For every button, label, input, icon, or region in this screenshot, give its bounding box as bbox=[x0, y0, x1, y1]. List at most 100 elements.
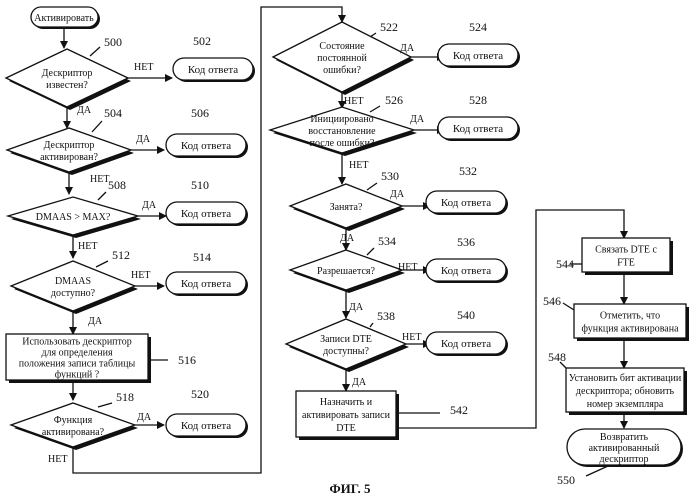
decision-text: известен? bbox=[46, 80, 88, 91]
decision-number: 504 bbox=[104, 106, 122, 120]
decision-text: DMAAS bbox=[55, 276, 91, 287]
decision-text: после ошибки? bbox=[310, 138, 375, 149]
end-text: Возвратить bbox=[600, 432, 649, 443]
process-number: 542 bbox=[450, 403, 468, 417]
process-number: 548 bbox=[548, 350, 566, 364]
response-label: Код ответа bbox=[188, 64, 238, 76]
process-text: активировать записи bbox=[302, 410, 391, 421]
decision-number: 508 bbox=[108, 178, 126, 192]
decision-text: Дескриптор bbox=[44, 140, 95, 151]
decision-text: Инициировано bbox=[310, 114, 373, 125]
response-number: 540 bbox=[457, 308, 475, 322]
response-number: 520 bbox=[191, 387, 209, 401]
no-label: НЕТ bbox=[349, 160, 368, 171]
leader-line bbox=[586, 466, 608, 476]
process-number: 546 bbox=[543, 294, 561, 308]
decision-text: доступно? bbox=[51, 288, 96, 299]
process-text: Отметить, что bbox=[600, 311, 660, 322]
process-text: Связать DTE с bbox=[595, 245, 657, 256]
decision-text: DMAAS > MAX? bbox=[36, 212, 111, 223]
process-text: дескриптора; обновить bbox=[576, 386, 675, 397]
process-text: функций ? bbox=[55, 370, 100, 381]
yes-label: ДА bbox=[410, 114, 425, 125]
leader-line bbox=[563, 303, 574, 310]
response-label: Код ответа bbox=[181, 140, 231, 152]
leader-line bbox=[367, 248, 374, 255]
response-label: Код ответа bbox=[181, 208, 231, 220]
decision-text: Занята? bbox=[330, 202, 363, 213]
process-text: номер экземпляра bbox=[587, 399, 664, 410]
no-label: НЕТ bbox=[48, 454, 67, 465]
yes-label: ДА bbox=[349, 302, 364, 313]
decision-number: 534 bbox=[378, 234, 396, 248]
decision-text: постоянной bbox=[317, 53, 367, 64]
response-number: 536 bbox=[457, 235, 475, 249]
leader-line bbox=[98, 403, 112, 407]
response-number: 514 bbox=[193, 250, 211, 264]
process-text: DTE bbox=[336, 423, 355, 434]
leader-line bbox=[367, 183, 377, 190]
no-label: НЕТ bbox=[90, 174, 109, 185]
start-label: Активировать bbox=[34, 13, 94, 24]
decision-text: восстановление bbox=[308, 126, 376, 137]
response-number: 528 bbox=[469, 93, 487, 107]
decision-text: Записи DTE bbox=[320, 334, 372, 345]
process-text: функция активирована bbox=[581, 324, 679, 335]
yes-label: ДА bbox=[390, 189, 405, 200]
decision-text: ошибки? bbox=[323, 65, 361, 76]
yes-label: ДА bbox=[400, 43, 415, 54]
yes-label: ДА bbox=[77, 105, 92, 116]
process-text: Назначить и bbox=[320, 397, 373, 408]
no-label: НЕТ bbox=[398, 262, 417, 273]
process-text: FTE bbox=[617, 258, 635, 269]
decision-number: 522 bbox=[380, 20, 398, 34]
decision-number: 512 bbox=[112, 248, 130, 262]
figure-caption: ФИГ. 5 bbox=[329, 481, 371, 496]
decision-text: доступны? bbox=[323, 346, 369, 357]
response-label: Код ответа bbox=[181, 278, 231, 290]
response-label: Код ответа bbox=[453, 123, 503, 135]
decision-number: 526 bbox=[385, 93, 403, 107]
decision-number: 530 bbox=[381, 169, 399, 183]
process-number: 516 bbox=[178, 353, 196, 367]
yes-label: ДА bbox=[136, 134, 151, 145]
decision-number: 538 bbox=[377, 309, 395, 323]
end-text: активированный bbox=[589, 443, 660, 454]
leader-line bbox=[98, 192, 106, 200]
decision-number: 518 bbox=[116, 390, 134, 404]
no-label: НЕТ bbox=[131, 270, 150, 281]
process-text: положения записи таблицы bbox=[19, 359, 136, 370]
response-number: 506 bbox=[191, 106, 209, 120]
decision-text: активирована? bbox=[42, 427, 105, 438]
leader-line bbox=[96, 261, 108, 267]
no-label: НЕТ bbox=[344, 96, 363, 107]
response-number: 510 bbox=[191, 178, 209, 192]
leader-line bbox=[90, 47, 100, 56]
process-text: для определения bbox=[41, 348, 112, 359]
process-text: Использовать дескриптор bbox=[22, 337, 132, 348]
leader-line bbox=[92, 121, 102, 132]
no-label: НЕТ bbox=[78, 241, 97, 252]
decision-text: Состояние bbox=[319, 41, 365, 52]
response-label: Код ответа bbox=[181, 420, 231, 432]
leader-line bbox=[370, 323, 373, 327]
yes-label: ДА bbox=[352, 377, 367, 388]
decision-number: 500 bbox=[104, 35, 122, 49]
response-label: Код ответа bbox=[441, 197, 491, 209]
response-label: Код ответа bbox=[441, 338, 491, 350]
decision-text: активирован? bbox=[40, 152, 98, 163]
response-label: Код ответа bbox=[453, 50, 503, 62]
decision-text: Дескриптор bbox=[42, 68, 93, 79]
response-number: 532 bbox=[459, 164, 477, 178]
process-number: 544 bbox=[556, 257, 574, 271]
end-number: 550 bbox=[557, 473, 575, 487]
response-number: 524 bbox=[469, 20, 487, 34]
yes-label: ДА bbox=[142, 200, 157, 211]
yes-label: ДА bbox=[340, 233, 355, 244]
no-label: НЕТ bbox=[402, 332, 421, 343]
response-label: Код ответа bbox=[441, 265, 491, 277]
decision-text: Функция bbox=[54, 415, 93, 426]
no-label: НЕТ bbox=[134, 62, 153, 73]
leader-line bbox=[370, 106, 380, 112]
